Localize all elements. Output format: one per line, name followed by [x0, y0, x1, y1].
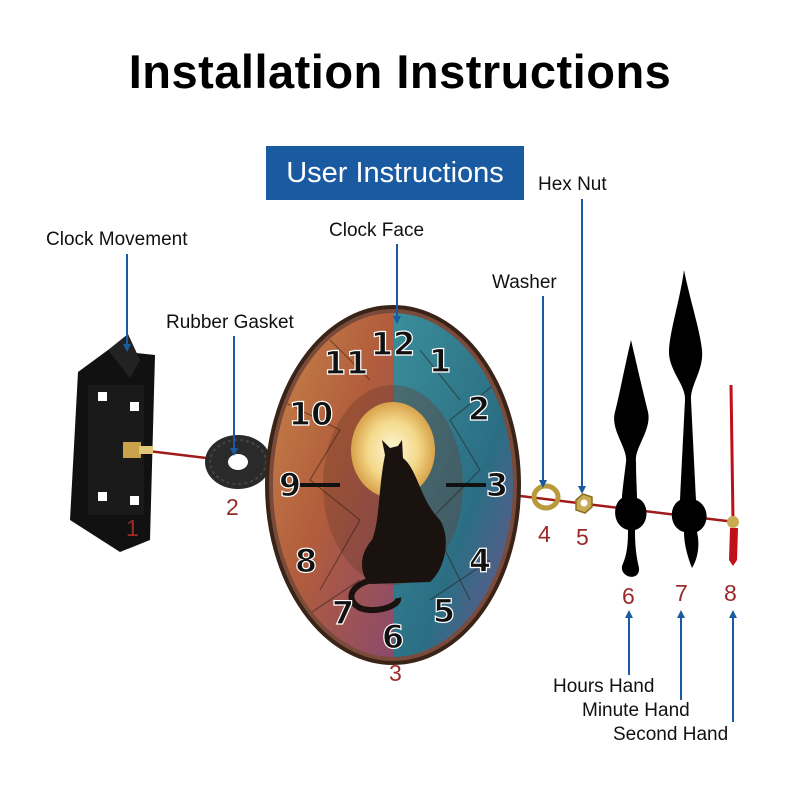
part-number-6: 6 — [622, 583, 635, 609]
dial-numeral-2: 2 — [468, 390, 490, 428]
dial-numeral-4: 4 — [469, 542, 491, 580]
dial-numeral-8: 8 — [295, 542, 317, 580]
label-minute-hand: Minute Hand — [582, 700, 690, 721]
label-rubber-gasket: Rubber Gasket — [166, 312, 294, 333]
hex-nut-part — [575, 493, 593, 514]
user-instructions-badge: User Instructions — [266, 146, 524, 200]
part-number-8: 8 — [724, 580, 737, 606]
clock-movement-part — [70, 334, 155, 552]
page-title: Installation Instructions — [128, 45, 672, 98]
dial-numeral-11: 11 — [324, 344, 369, 382]
rubber-gasket-part — [205, 435, 271, 489]
dial-numeral-1: 1 — [429, 342, 451, 380]
dial-numeral-3: 3 — [486, 466, 508, 504]
label-clock-face: Clock Face — [329, 220, 425, 241]
part-number-3: 3 — [389, 660, 402, 686]
dial-numeral-12: 12 — [371, 325, 416, 363]
hours-hand-part — [614, 340, 649, 577]
minute-hand-part — [668, 270, 707, 568]
label-hours-hand: Hours Hand — [553, 676, 655, 697]
part-number-4: 4 — [538, 521, 551, 547]
part-number-5: 5 — [576, 524, 589, 550]
dial-numeral-9: 9 — [279, 466, 301, 504]
dial-numeral-5: 5 — [433, 592, 455, 630]
label-second-hand: Second Hand — [613, 724, 729, 745]
label-washer: Washer — [492, 272, 557, 293]
clock-face-part: 12 1 2 3 4 5 6 7 8 9 10 11 — [265, 305, 521, 665]
part-number-7: 7 — [675, 580, 688, 606]
label-clock-movement: Clock Movement — [46, 229, 188, 250]
dial-numeral-7: 7 — [332, 594, 354, 632]
label-hex-nut: Hex Nut — [538, 174, 607, 195]
part-number-2: 2 — [226, 494, 239, 520]
part-number-1: 1 — [126, 515, 139, 541]
dial-numeral-10: 10 — [289, 395, 334, 433]
second-hand-part — [727, 384, 739, 566]
dial-numeral-6: 6 — [382, 618, 404, 656]
